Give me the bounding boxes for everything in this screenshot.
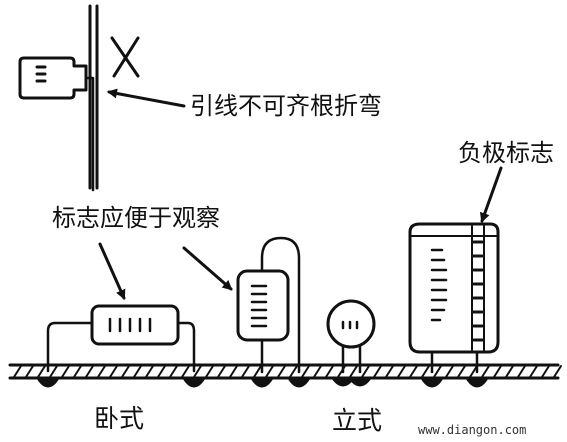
board-hatch <box>121 365 130 378</box>
board-hatch <box>493 365 502 378</box>
disc-capacitor <box>326 299 376 387</box>
lead <box>260 236 301 374</box>
board-hatch <box>301 365 310 378</box>
board-hatch <box>13 365 22 378</box>
negative-arrow <box>479 166 503 223</box>
board-hatch <box>205 365 214 378</box>
solder-joint <box>465 376 489 388</box>
mark-arrow <box>98 242 126 300</box>
bend-detail <box>18 4 186 192</box>
resistor-body <box>18 56 88 100</box>
board-hatch <box>481 365 490 378</box>
board-hatch <box>265 365 274 378</box>
board-hatch <box>553 365 562 378</box>
horizontal-resistor <box>36 242 206 388</box>
negative-mark-label: 负极标志 <box>458 139 554 167</box>
color-bands <box>108 317 152 333</box>
board-hatch <box>349 365 358 378</box>
solder-joint <box>250 376 274 388</box>
board-hatch <box>25 365 34 378</box>
board-hatch <box>85 365 94 378</box>
board-hatch <box>457 365 466 378</box>
board-hatch <box>541 365 550 378</box>
board-hatch <box>325 365 334 378</box>
board-hatch <box>241 365 250 378</box>
board-hatch <box>517 365 526 378</box>
vertical-mount-label: 立式 <box>332 406 383 435</box>
electrolytic-capacitor <box>408 166 503 388</box>
board-hatch <box>397 365 406 378</box>
capacitor-marks <box>430 248 448 322</box>
board-hatch <box>217 365 226 378</box>
board-hatch <box>61 365 70 378</box>
board-hatch <box>373 365 382 378</box>
negative-stripe <box>471 225 485 351</box>
board-hatch <box>181 365 190 378</box>
board-hatch <box>313 365 322 378</box>
board-hatch <box>289 365 298 378</box>
lead <box>176 321 196 373</box>
board-hatch <box>49 365 58 378</box>
horizontal-mount-label: 卧式 <box>94 404 145 433</box>
board-hatch <box>229 365 238 378</box>
mark-visible-label: 标志应便于观察 <box>52 204 220 232</box>
resistor-body <box>90 304 180 346</box>
cross-mark-icon <box>110 36 140 78</box>
board-hatch <box>145 365 154 378</box>
board-hatch <box>421 365 430 378</box>
board-hatch <box>73 365 82 378</box>
board-hatch <box>385 365 394 378</box>
board-hatch <box>529 365 538 378</box>
lead-bend-warning-label: 引线不可齐根折弯 <box>190 92 382 120</box>
board-hatch <box>505 365 514 378</box>
solder-joint <box>420 376 444 388</box>
board-hatch <box>445 365 454 378</box>
lead <box>46 321 94 373</box>
solder-joint <box>182 376 206 388</box>
board-hatch <box>253 365 262 378</box>
board-hatch <box>169 365 178 378</box>
board-hatch <box>361 365 370 378</box>
bent-lead <box>84 76 95 192</box>
board-hatch <box>133 365 142 378</box>
mark-arrow <box>182 246 233 291</box>
watermark: www.diangon.com <box>418 423 527 437</box>
board-hatch <box>433 365 442 378</box>
solder-joint <box>287 376 311 388</box>
resistor-body <box>236 269 290 342</box>
board-hatch <box>109 365 118 378</box>
board-hatch <box>193 365 202 378</box>
board-hatch <box>37 365 46 378</box>
board-hatch <box>157 365 166 378</box>
board-hatch <box>97 365 106 378</box>
bend-arrow <box>107 88 186 108</box>
board-hatch <box>409 365 418 378</box>
circuit-board <box>8 363 562 380</box>
vertical-resistor <box>182 236 311 388</box>
solder-joint <box>36 376 60 388</box>
solder-joint <box>348 376 372 387</box>
board-hatch <box>277 365 286 378</box>
color-bands <box>250 284 268 328</box>
